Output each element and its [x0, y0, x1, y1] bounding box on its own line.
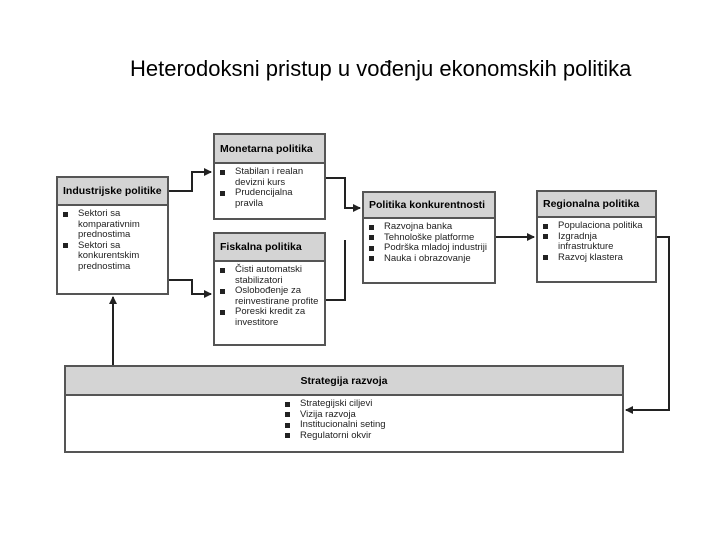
- list-item: Podrška mladoj industriji: [368, 242, 490, 254]
- box-politika-konkurentnosti: Politika konkurentnosti Razvojna banka T…: [362, 191, 496, 284]
- list-item: Populaciona politika: [542, 220, 651, 232]
- box-title: Industrijske politike: [58, 178, 167, 206]
- arrow-regionalna-to-strategija: [625, 236, 670, 414]
- list-item: Sektori sa konkurentskim prednostima: [62, 240, 163, 273]
- item-list: Sektori sa komparativnim prednostima Sek…: [58, 206, 167, 272]
- list-item: Izgradnja infrastrukture: [542, 231, 651, 253]
- item-list: Stabilan i realan devizni kurs Prudencij…: [215, 164, 324, 209]
- box-title: Fiskalna politika: [215, 234, 324, 262]
- list-item: Razvoj klastera: [542, 252, 651, 264]
- list-item: Stabilan i realan devizni kurs: [219, 166, 320, 188]
- arrow-fiskalna-to-konkurentnost: [326, 240, 346, 301]
- list-item: Prudencijalna pravila: [219, 187, 320, 209]
- item-list: Strategijski ciljevi Vizija razvoja Inst…: [66, 396, 622, 441]
- list-item: Vizija razvoja: [284, 409, 618, 421]
- box-title: Politika konkurentnosti: [364, 193, 494, 219]
- list-item: Regulatorni okvir: [284, 430, 618, 442]
- box-title: Strategija razvoja: [66, 367, 622, 396]
- list-item: Čisti automatski stabilizatori: [219, 264, 320, 286]
- list-item: Sektori sa komparativnim prednostima: [62, 208, 163, 241]
- arrow-monetarna-to-konkurentnost: [326, 177, 361, 212]
- item-list: Čisti automatski stabilizatori Oslobođen…: [215, 262, 324, 328]
- list-item: Oslobođenje za reinvestirane profite: [219, 285, 320, 307]
- box-title: Monetarna politika: [215, 135, 324, 164]
- item-list: Populaciona politika Izgradnja infrastru…: [538, 218, 655, 263]
- list-item: Institucionalni seting: [284, 419, 618, 431]
- list-item: Strategijski ciljevi: [284, 398, 618, 410]
- list-item: Razvojna banka: [368, 221, 490, 233]
- box-regionalna-politika: Regionalna politika Populaciona politika…: [536, 190, 657, 283]
- box-title: Regionalna politika: [538, 192, 655, 218]
- box-fiskalna-politika: Fiskalna politika Čisti automatski stabi…: [213, 232, 326, 346]
- item-list: Razvojna banka Tehnološke platforme Podr…: [364, 219, 494, 264]
- box-industrijske-politike: Industrijske politike Sektori sa kompara…: [56, 176, 169, 295]
- box-monetarna-politika: Monetarna politika Stabilan i realan dev…: [213, 133, 326, 220]
- list-item: Poreski kredit za investitore: [219, 306, 320, 328]
- list-item: Nauka i obrazovanje: [368, 253, 490, 265]
- arrow-industrijske-to-fiskalna: [169, 279, 212, 298]
- arrow-industrijske-to-monetarna: [169, 168, 212, 192]
- page-title: Heterodoksni pristup u vođenju ekonomski…: [130, 56, 632, 81]
- box-strategija-razvoja: Strategija razvoja Strategijski ciljevi …: [64, 365, 624, 453]
- list-item: Tehnološke platforme: [368, 232, 490, 244]
